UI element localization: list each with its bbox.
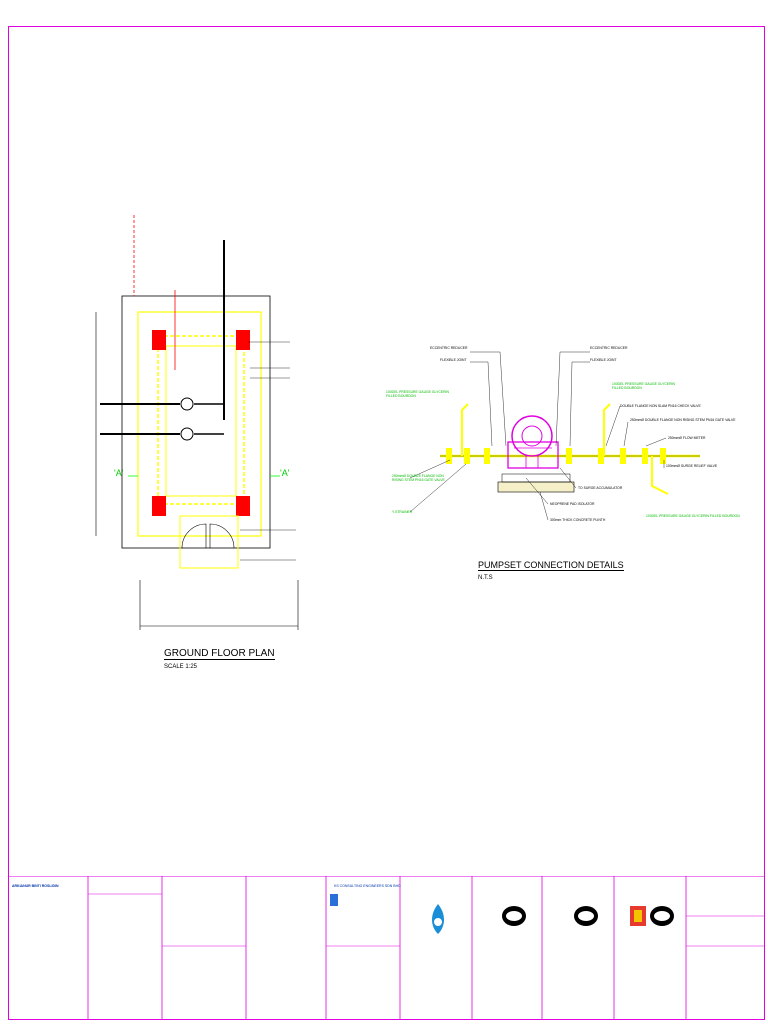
label-gate-valve-left: 250mmØ DOUBLE FLANGE NON RISING STEM PN1… [392, 474, 445, 482]
section-mark-right: 'A' [280, 468, 290, 478]
label-strainer: Y-STRAINER [392, 510, 413, 514]
label-gauge-left: 100DEL PRESSURE GAUGE GLYCERIN FILLED BO… [386, 390, 449, 398]
tm-logo-icon [432, 904, 444, 934]
drawing-frame [8, 26, 765, 1020]
label-flexible-joint-left: FLEXIBLE JOINT [440, 358, 467, 362]
label-relief-valve: 100mmØ SURGE RELIEF VALVE [666, 464, 718, 468]
label-gate-valve-right: 250mmØ DOUBLE FLANGE NON RISING STEM PN1… [630, 418, 736, 422]
pumpset-scale: N.T.S [478, 575, 493, 581]
column-top-left [152, 330, 166, 350]
title-block: ARKIANUR BINTI ROSLIDIN KS CONSULTING EN… [8, 876, 765, 1020]
ground-floor-plan [95, 215, 299, 630]
architect-name: ARKIANUR BINTI ROSLIDIN [12, 884, 59, 888]
crest-logo-icon [630, 906, 646, 926]
label-eccentric-reducer-right: ECCENTRIC REDUCER [590, 346, 628, 350]
label-concrete-plinth: 300mm THICK CONCRETE PLINTH [550, 518, 606, 522]
jkr-logo-icon-1 [502, 906, 526, 926]
label-eccentric-reducer-left: ECCENTRIC REDUCER [430, 346, 468, 350]
label-check-valve: DOUBLE FLANGE NON SLAM PN16 CHECK VALVE [620, 404, 701, 408]
label-flexible-joint-right: FLEXIBLE JOINT [590, 358, 617, 362]
section-mark-left: 'A' [114, 468, 124, 478]
label-gauge-right: 100DEL PRESSURE GAUGE GLYCERIN FILLED BO… [612, 382, 675, 390]
label-flow-meter: 250mmØ FLOW METER [668, 436, 706, 440]
jkr-logo-icon-2 [574, 906, 598, 926]
column-bottom-right [236, 496, 250, 516]
pump-icon [507, 415, 559, 469]
engineer-name: KS CONSULTING ENGINEERS SDN BHD [334, 884, 401, 888]
pumpset-connection-details [409, 351, 700, 521]
concrete-plinth [497, 481, 575, 493]
ground-floor-plan-scale: SCALE 1:25 [164, 664, 198, 670]
label-rubber-pad: NEOPRENE PAD ISOLATOR [550, 502, 595, 506]
ground-floor-plan-title: GROUND FLOOR PLAN [164, 648, 275, 660]
column-bottom-left [152, 496, 166, 516]
label-gauge-bottom: 100DEL PRESSURE GAUGE GLYCERIN FILLED BO… [646, 514, 740, 518]
jkr-logo-icon-3 [650, 906, 674, 926]
pumpset-title: PUMPSET CONNECTION DETAILS [478, 560, 624, 571]
label-accumulator: TO SURGE ACCUMULATOR [578, 486, 623, 490]
ks-logo-icon [330, 894, 338, 906]
column-top-right [236, 330, 250, 350]
